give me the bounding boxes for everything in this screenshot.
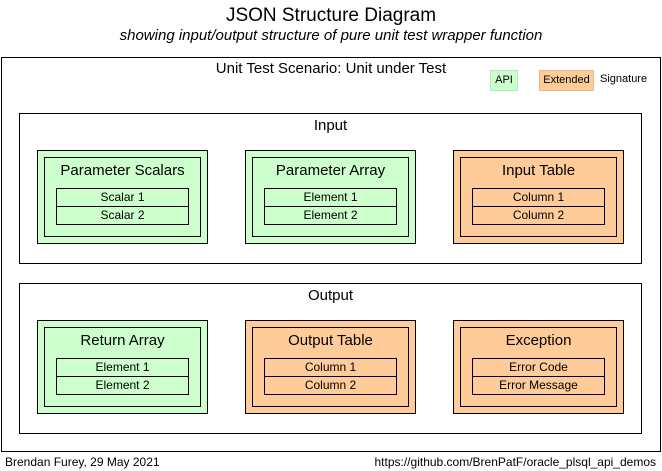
group-title: Exception [505, 332, 572, 349]
group-output-table: Output Table Column 1 Column 2 [245, 320, 416, 414]
output-section-label: Output [307, 287, 354, 304]
group-row: Error Code [472, 358, 605, 377]
group-row: Element 2 [56, 376, 189, 395]
diagram-title: JSON Structure Diagram [225, 5, 437, 26]
footer-author: Brendan Furey, 29 May 2021 [5, 455, 160, 469]
group-title: Parameter Array [275, 162, 386, 179]
group-row: Column 1 [264, 358, 397, 377]
group-parameter-scalars: Parameter Scalars Scalar 1 Scalar 2 [37, 150, 208, 244]
group-inner-box: Output Table Column 1 Column 2 [252, 327, 409, 407]
group-row: Error Message [472, 376, 605, 395]
group-row: Scalar 2 [56, 206, 189, 225]
footer-url[interactable]: https://github.com/BrenPatF/oracle_plsql… [374, 455, 657, 469]
group-inner-box: Parameter Scalars Scalar 1 Scalar 2 [44, 157, 201, 237]
scenario-label: Unit Test Scenario: Unit under Test [215, 60, 447, 77]
input-section-label: Input [313, 117, 348, 134]
group-input-table: Input Table Column 1 Column 2 [453, 150, 624, 244]
group-exception: Exception Error Code Error Message [453, 320, 624, 414]
group-return-array: Return Array Element 1 Element 2 [37, 320, 208, 414]
legend-api: API [490, 70, 518, 91]
group-row: Scalar 1 [56, 188, 189, 207]
diagram-subtitle: showing input/output structure of pure u… [119, 27, 543, 44]
group-title: Return Array [80, 332, 165, 349]
group-title: Parameter Scalars [60, 162, 185, 179]
group-inner-box: Input Table Column 1 Column 2 [460, 157, 617, 237]
group-inner-box: Return Array Element 1 Element 2 [44, 327, 201, 407]
group-row: Column 2 [264, 376, 397, 395]
group-row: Element 1 [264, 188, 397, 207]
group-title: Input Table [501, 162, 576, 179]
group-parameter-array: Parameter Array Element 1 Element 2 [245, 150, 416, 244]
group-row: Element 2 [264, 206, 397, 225]
group-inner-box: Parameter Array Element 1 Element 2 [252, 157, 409, 237]
group-row: Column 1 [472, 188, 605, 207]
legend-extended: Extended [539, 70, 594, 91]
legend-signature: Signature [600, 73, 648, 85]
group-inner-box: Exception Error Code Error Message [460, 327, 617, 407]
group-row: Element 1 [56, 358, 189, 377]
group-title: Output Table [288, 332, 373, 349]
group-row: Column 2 [472, 206, 605, 225]
